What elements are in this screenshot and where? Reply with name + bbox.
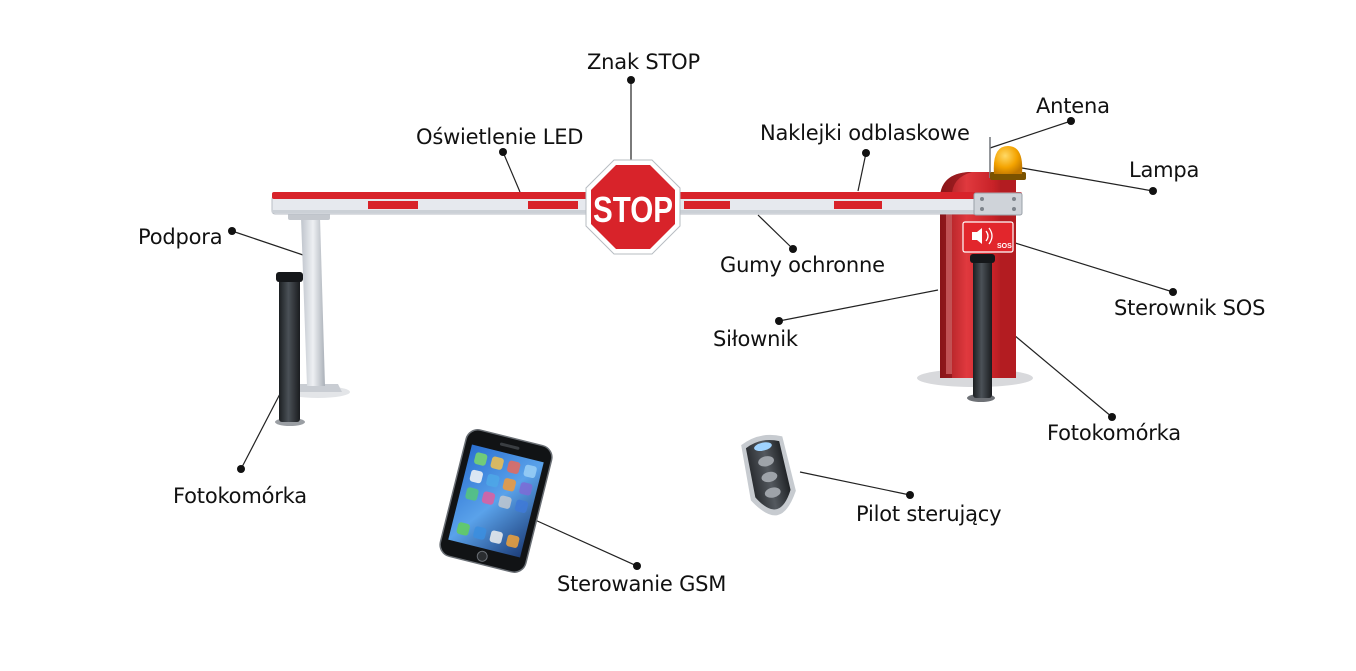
dot-sos <box>1169 288 1177 296</box>
leader-foto-left <box>240 389 283 470</box>
photocell-post-right <box>967 254 995 402</box>
label-podpora: Podpora <box>138 225 223 249</box>
dot-lampa <box>1149 187 1157 195</box>
dot-antena <box>1067 117 1075 125</box>
leader-gsm <box>523 514 638 567</box>
leader-lines <box>231 80 1174 567</box>
leader-led <box>502 151 521 193</box>
reflective-sticker <box>684 201 730 209</box>
leader-foto-right <box>1013 334 1113 418</box>
label-antena: Antena <box>1036 94 1110 118</box>
label-naklejki: Naklejki odblaskowe <box>760 121 970 145</box>
stop-sign: STOP <box>585 159 681 255</box>
dot-pilot <box>906 491 914 499</box>
label-oswietlenie-led: Oświetlenie LED <box>416 125 584 149</box>
leader-silownik <box>778 289 939 322</box>
reflective-sticker <box>834 201 882 209</box>
smartphone <box>439 429 553 573</box>
label-gsm: Sterowanie GSM <box>557 572 727 596</box>
dot-gumy <box>789 245 797 253</box>
warning-lamp <box>990 146 1026 180</box>
label-fotokomorka-left: Fotokomórka <box>173 484 307 508</box>
leader-antena <box>989 120 1072 149</box>
label-znak-stop: Znak STOP <box>587 50 700 74</box>
dot-podpora <box>228 227 236 235</box>
dot-foto-right <box>1108 413 1116 421</box>
label-silownik: Siłownik <box>713 327 798 351</box>
reflective-sticker <box>368 201 418 209</box>
reflective-sticker <box>528 201 578 209</box>
dot-led <box>499 148 507 156</box>
dot-silownik <box>775 317 783 325</box>
leader-sos <box>1011 241 1174 293</box>
sos-panel-text: SOS <box>997 243 1012 250</box>
label-fotokomorka-right: Fotokomórka <box>1047 421 1181 445</box>
support-pole <box>286 210 350 398</box>
label-sterownik-sos: Sterownik SOS <box>1114 296 1266 320</box>
dot-naklejki <box>862 149 870 157</box>
dot-znak-stop <box>627 76 635 84</box>
label-gumy: Gumy ochronne <box>720 253 885 277</box>
remote-control <box>741 434 796 516</box>
leader-naklejki <box>857 152 867 192</box>
dot-gsm <box>633 562 641 570</box>
leader-dots <box>228 76 1177 570</box>
label-pilot: Pilot sterujący <box>856 502 1002 526</box>
label-lampa: Lampa <box>1129 158 1200 182</box>
leader-pilot <box>799 471 911 496</box>
stop-sign-text: STOP <box>593 189 673 230</box>
speaker-icon <box>972 228 982 244</box>
leader-gumy <box>757 214 794 250</box>
leader-lampa <box>1021 167 1154 192</box>
photocell-post-left <box>275 272 305 426</box>
dot-foto-left <box>237 465 245 473</box>
leader-podpora <box>231 230 304 256</box>
